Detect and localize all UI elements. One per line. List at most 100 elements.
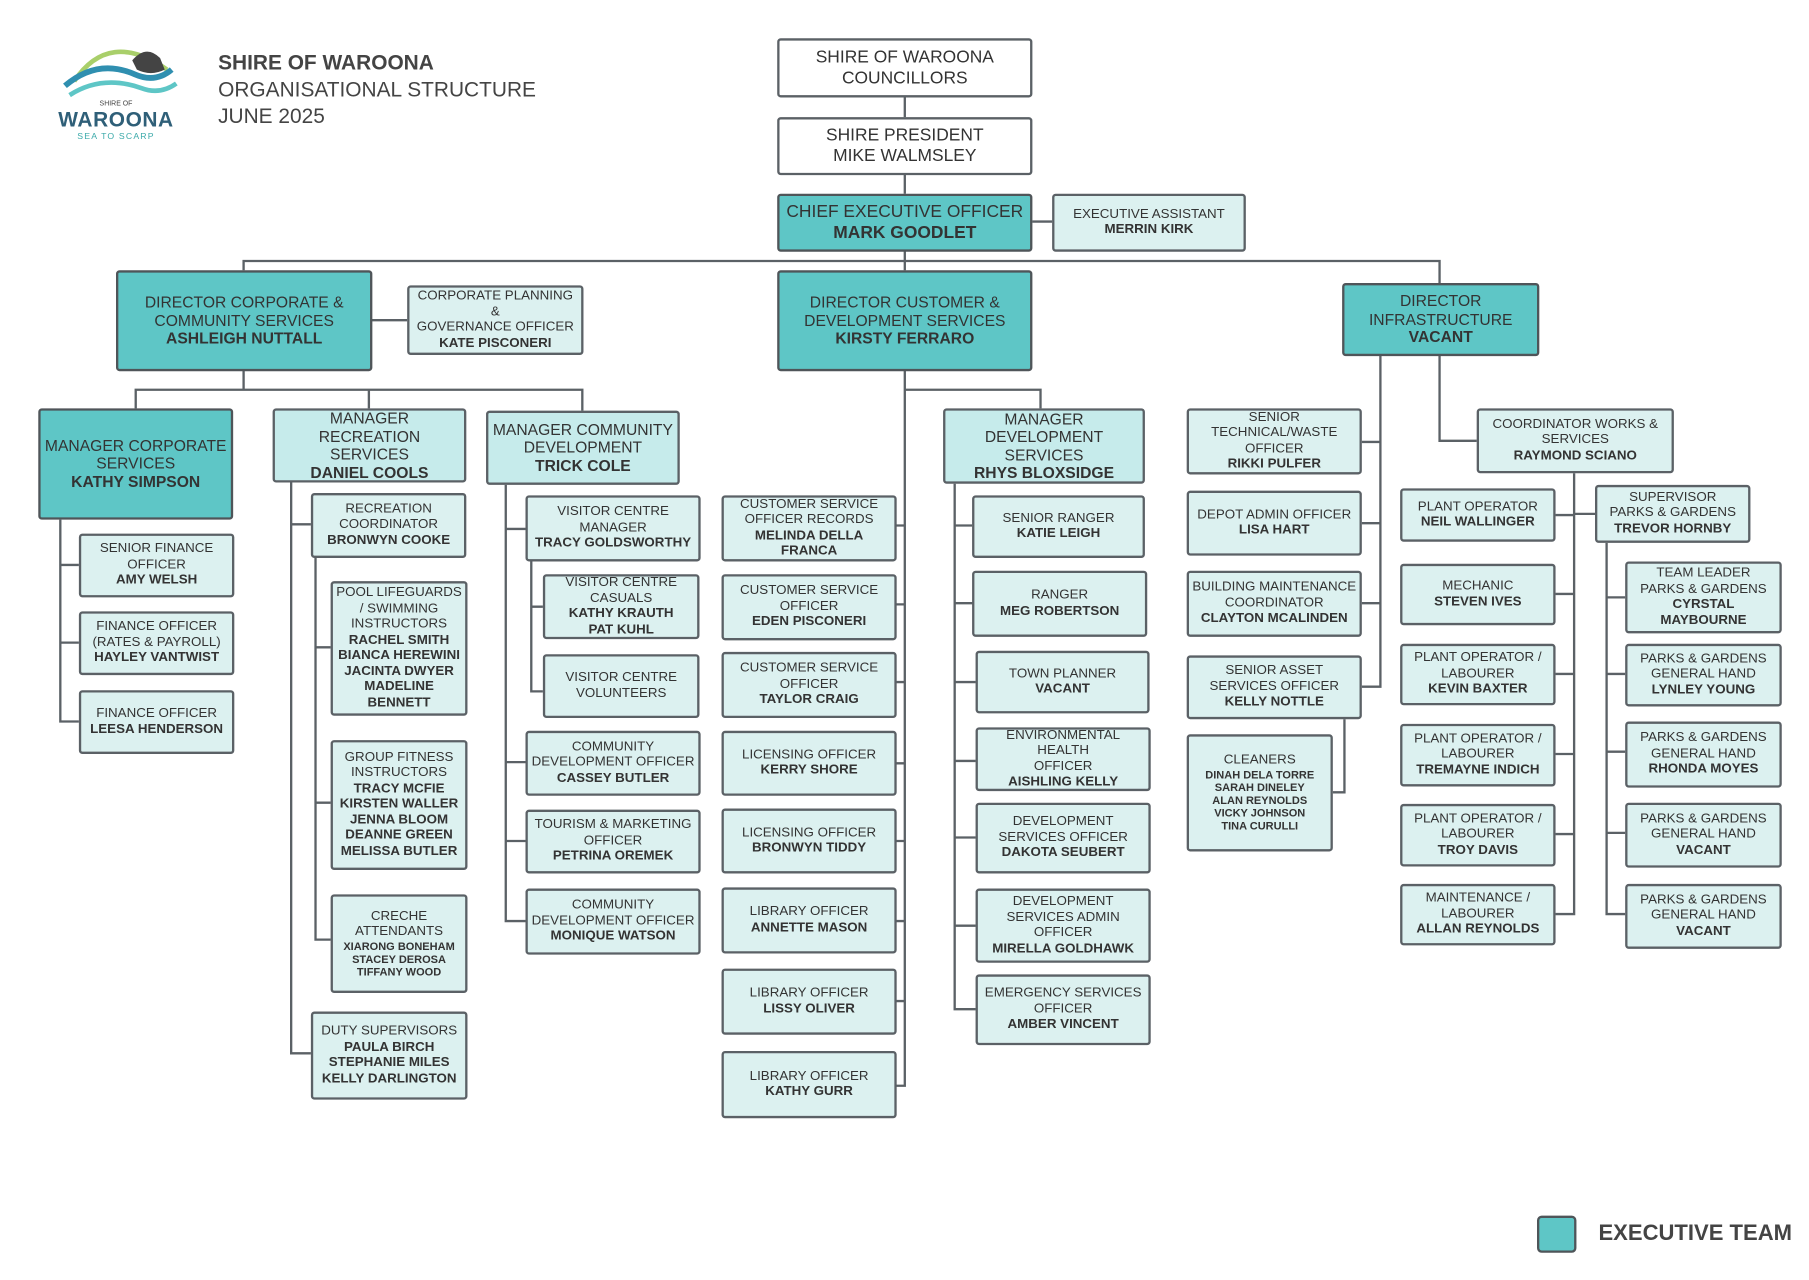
person-name: STEVEN IVES bbox=[1434, 594, 1522, 609]
person-name: KELLY DARLINGTON bbox=[321, 1071, 457, 1086]
person-name: TREMAYNE INDICH bbox=[1416, 762, 1540, 777]
person-name: LISSY OLIVER bbox=[763, 1001, 855, 1016]
role-title-line: LABOURER bbox=[1441, 827, 1515, 842]
legend-label: EXECUTIVE TEAM bbox=[1598, 1221, 1792, 1246]
logo-mark-icon bbox=[63, 49, 178, 98]
role-title-line: LIBRARY OFFICER bbox=[749, 904, 869, 919]
person-name: JACINTA DWYER bbox=[344, 664, 454, 679]
role-title-line: DIRECTOR CORPORATE & bbox=[144, 293, 344, 312]
shire-logo: SHIRE OF WAROONA SEA TO SCARP bbox=[51, 35, 181, 145]
role-title-line: ENVIRONMENTAL HEALTH bbox=[1006, 727, 1121, 758]
person-name: LEESA HENDERSON bbox=[90, 722, 224, 737]
person-name: PAT KUHL bbox=[588, 622, 654, 637]
role-title-line: VISITOR CENTRE bbox=[565, 670, 678, 685]
person-name: AISHLING KELLY bbox=[1008, 774, 1119, 789]
role-title-line: MECHANIC bbox=[1442, 578, 1514, 593]
person-name: CLAYTON MCALINDEN bbox=[1200, 611, 1348, 626]
person-name: STEPHANIE MILES bbox=[328, 1055, 450, 1070]
person-name: RAYMOND SCIANO bbox=[1513, 448, 1637, 463]
role-title-line: COMMUNITY SERVICES bbox=[154, 311, 334, 330]
role-title-line: PARKS & GARDENS bbox=[1640, 811, 1767, 826]
person-name: AMBER VINCENT bbox=[1007, 1017, 1119, 1032]
role-title-line: SERVICES ADMIN bbox=[1006, 910, 1120, 924]
person-name: TAYLOR CRAIG bbox=[759, 692, 859, 707]
role-title-line: RANGER bbox=[1031, 588, 1089, 603]
role-title-line: FINANCE OFFICER bbox=[96, 706, 217, 721]
person-name: BENNETT bbox=[367, 695, 431, 710]
role-title-line: TEAM LEADER bbox=[1656, 566, 1751, 580]
person-name: VACANT bbox=[1035, 682, 1090, 696]
person-name: RHONDA MOYES bbox=[1648, 762, 1759, 777]
person-name: TREVOR HORNBY bbox=[1614, 521, 1732, 536]
person-name: VACANT bbox=[1676, 924, 1731, 939]
role-title-line: GENERAL HAND bbox=[1651, 746, 1756, 761]
person-name: VACANT bbox=[1676, 843, 1731, 857]
person-name: SARAH DINELEY bbox=[1214, 781, 1305, 795]
role-title-line: ATTENDANTS bbox=[355, 924, 444, 939]
role-title-line: COMMUNITY bbox=[571, 898, 655, 913]
person-name: LYNLEY YOUNG bbox=[1651, 682, 1756, 697]
role-title-line: MAINTENANCE / bbox=[1425, 891, 1531, 906]
person-name: KERRY SHORE bbox=[760, 763, 858, 778]
person-name: PAULA BIRCH bbox=[343, 1039, 435, 1054]
role-title-line: SENIOR bbox=[1248, 410, 1300, 424]
role-title-line: CHIEF EXECUTIVE OFFICER bbox=[786, 201, 1024, 222]
role-title-line: SERVICES bbox=[1004, 446, 1084, 464]
role-title-line: COUNCILLORS bbox=[841, 67, 968, 88]
person-name: NEIL WALLINGER bbox=[1420, 515, 1535, 529]
person-name: TRICK COLE bbox=[535, 456, 631, 475]
role-title-line: OFFICER bbox=[583, 833, 643, 848]
role-title-line: LABOURER bbox=[1441, 666, 1515, 681]
role-title-line: LABOURER bbox=[1441, 747, 1515, 762]
person-name: MEG ROBERTSON bbox=[999, 603, 1120, 618]
person-name: MADELINE bbox=[364, 679, 434, 694]
role-title-line: TOURISM & MARKETING bbox=[534, 818, 692, 833]
person-name: MARK GOODLET bbox=[833, 222, 977, 243]
header-line-2: ORGANISATIONAL STRUCTURE bbox=[218, 77, 536, 101]
person-name: KIRSTEN WALLER bbox=[339, 797, 459, 812]
role-title-line: CUSTOMER SERVICE bbox=[740, 661, 879, 676]
person-name: TINA CURULLI bbox=[1221, 819, 1299, 833]
person-name: CYRSTAL bbox=[1672, 597, 1735, 612]
person-name: KEVIN BAXTER bbox=[1428, 682, 1528, 697]
role-title-line: CUSTOMER SERVICE bbox=[740, 583, 879, 598]
role-title-line: OFFICER bbox=[779, 677, 839, 692]
role-title-line: INSTRUCTORS bbox=[350, 617, 448, 632]
role-title-line: COMMUNITY bbox=[571, 739, 655, 754]
role-title-line: OFFICER bbox=[1244, 441, 1304, 456]
role-title-line: CASUALS bbox=[590, 591, 653, 605]
role-title-line: TECHNICAL/WASTE bbox=[1211, 425, 1338, 440]
role-title-line: VISITOR CENTRE bbox=[557, 504, 669, 519]
role-title-line: OFFICER RECORDS bbox=[744, 512, 874, 527]
role-title-line: LABOURER bbox=[1441, 906, 1515, 921]
person-name: MELISSA BUTLER bbox=[340, 844, 458, 859]
person-name: LISA HART bbox=[1238, 523, 1310, 538]
role-title-line: MANAGER bbox=[1004, 410, 1084, 428]
role-title-line: COORDINATOR bbox=[339, 517, 439, 532]
role-title-line: COORDINATOR bbox=[1224, 595, 1324, 610]
role-title-line: SENIOR ASSET bbox=[1225, 663, 1324, 678]
role-title-line: DEVELOPMENT bbox=[523, 438, 643, 457]
role-title-line: SUPERVISOR bbox=[1629, 490, 1717, 505]
role-title-line: PARKS & GARDENS bbox=[1640, 892, 1767, 907]
